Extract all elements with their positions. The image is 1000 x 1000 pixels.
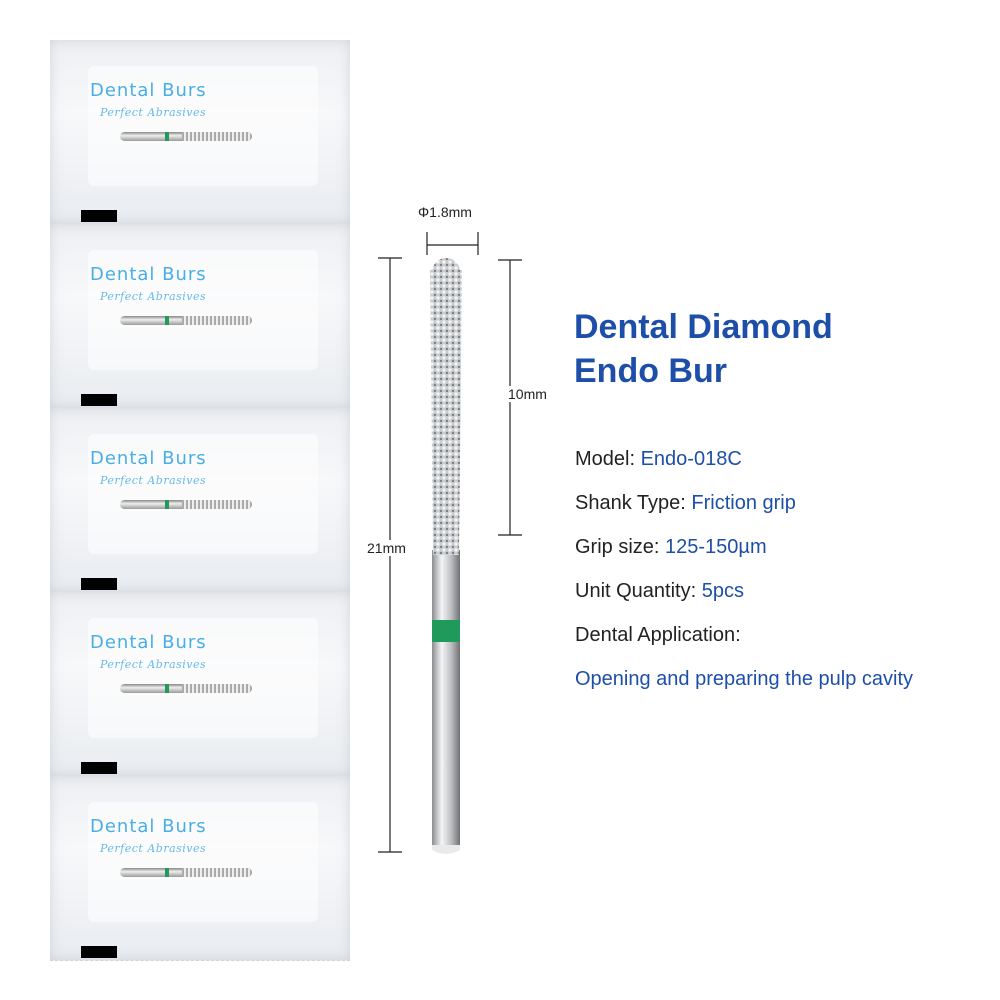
diameter-label: Φ1.8mm <box>418 204 472 220</box>
packet-subtitle: Perfect Abrasives <box>100 658 207 671</box>
packet-title: Dental Burs <box>90 80 207 101</box>
packet-subtitle: Perfect Abrasives <box>100 842 207 855</box>
packet-tag <box>81 578 117 590</box>
product-title: Dental Diamond Endo Bur <box>574 305 833 393</box>
packet-subtitle: Perfect Abrasives <box>100 106 207 119</box>
spec-row: Grip size: 125-150µm <box>575 536 767 559</box>
bur-diagram <box>378 232 522 854</box>
packet-bur-image <box>120 868 252 877</box>
bur-diamond-head <box>430 258 462 555</box>
application-text: Opening and preparing the pulp cavity <box>575 668 914 690</box>
packet-subtitle: Perfect Abrasives <box>100 474 207 487</box>
packet-bur-image <box>120 316 252 325</box>
packet-bur-image <box>120 132 252 141</box>
packet-tag <box>81 946 117 958</box>
total-length-label: 21mm <box>367 540 406 556</box>
packet-title: Dental Burs <box>90 816 207 837</box>
spec-value: Friction grip <box>691 492 796 514</box>
spec-row: Unit Quantity: 5pcs <box>575 580 744 603</box>
spec-label: Grip size: <box>575 536 666 558</box>
packet-title: Dental Burs <box>90 264 207 285</box>
spec-value: 5pcs <box>701 580 744 602</box>
packet-tag <box>81 210 117 222</box>
title-line-2: Endo Bur <box>574 352 727 390</box>
spec-label: Model: <box>575 448 641 470</box>
packet-bur-image <box>120 684 252 693</box>
spec-value: 125-150µm <box>665 536 767 558</box>
spec-row: Model: Endo-018C <box>575 448 742 471</box>
packet-title: Dental Burs <box>90 448 207 469</box>
color-band <box>432 620 460 642</box>
packet-tag <box>81 394 117 406</box>
spec-label: Unit Quantity: <box>575 580 702 602</box>
spec-row: Shank Type: Friction grip <box>575 492 796 515</box>
spec-label: Dental Application: <box>575 624 741 646</box>
packet-tag <box>81 762 117 774</box>
packet-title: Dental Burs <box>90 632 207 653</box>
spec-value: Endo-018C <box>640 448 742 470</box>
spec-label: Shank Type: <box>575 492 692 514</box>
packet-subtitle: Perfect Abrasives <box>100 290 207 303</box>
head-length-label: 10mm <box>508 386 547 402</box>
packet-bur-image <box>120 500 252 509</box>
title-line-1: Dental Diamond <box>574 308 833 346</box>
spec-row: Dental Application: <box>575 624 741 647</box>
bur-shank <box>432 550 460 854</box>
